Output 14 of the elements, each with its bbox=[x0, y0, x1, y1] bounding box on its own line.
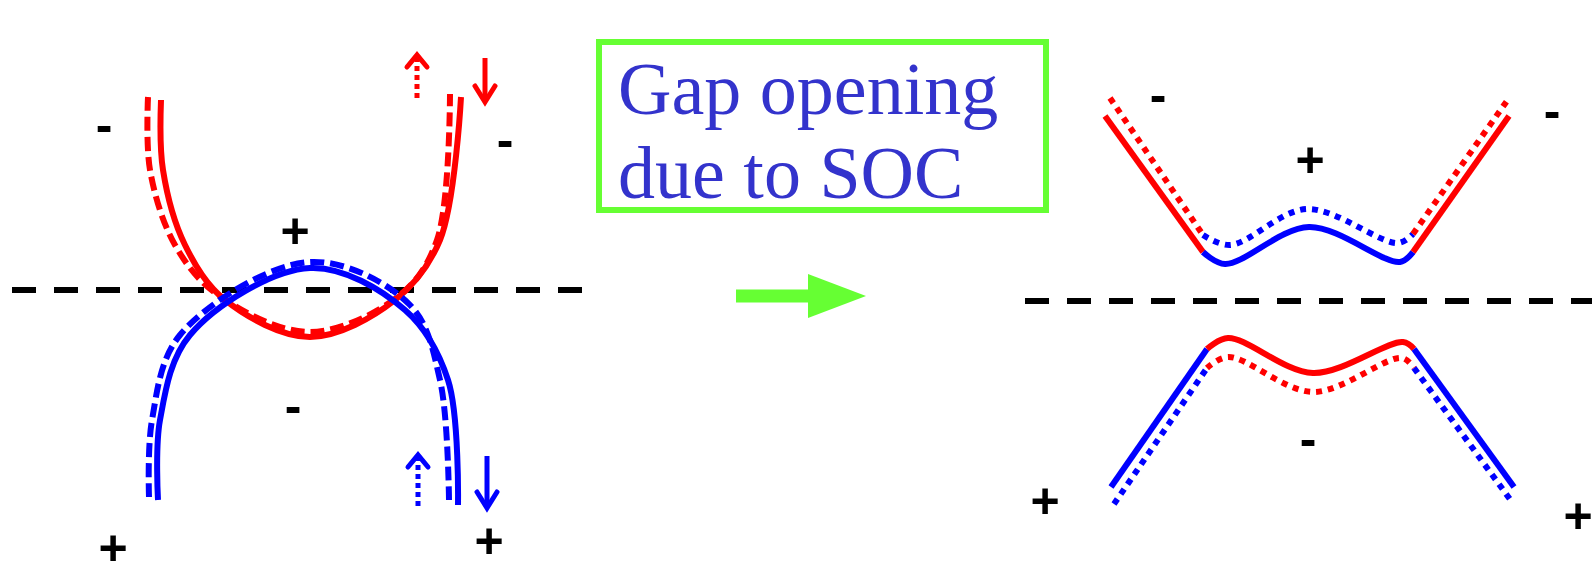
sign-label: + bbox=[1295, 135, 1325, 185]
sign-label: - bbox=[284, 381, 302, 431]
sign-label: - bbox=[1299, 414, 1317, 464]
caption-box bbox=[596, 39, 1049, 213]
sign-label: + bbox=[1563, 491, 1592, 541]
sign-label: + bbox=[98, 523, 128, 565]
sign-label: + bbox=[474, 516, 504, 565]
sign-label: - bbox=[1543, 86, 1561, 136]
sign-label: - bbox=[1149, 70, 1167, 120]
caption-text: Gap opening due to SOC bbox=[618, 47, 1000, 215]
sign-label: - bbox=[496, 115, 514, 165]
sign-label: + bbox=[1030, 476, 1060, 526]
sign-label: - bbox=[95, 100, 113, 150]
sign-label: + bbox=[280, 206, 310, 256]
